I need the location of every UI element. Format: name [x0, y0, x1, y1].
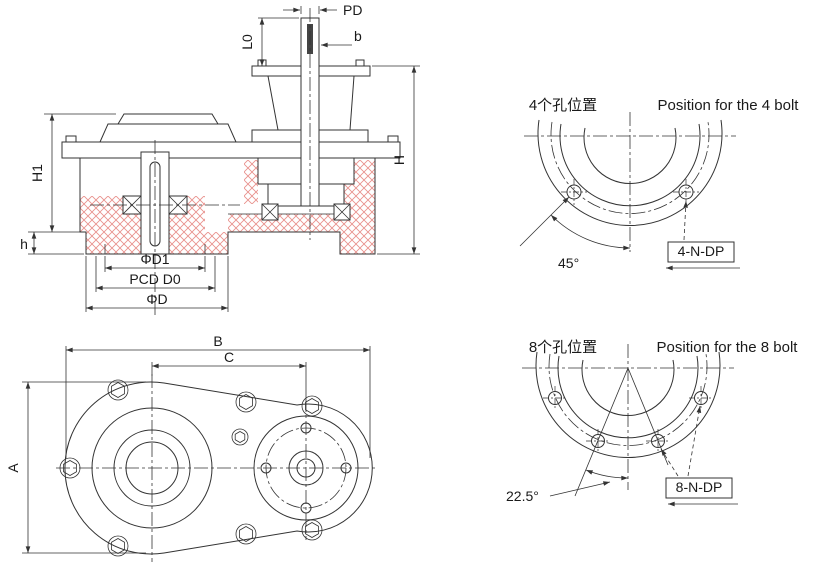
section-view: PD L0 b H H1 h	[20, 2, 420, 316]
bolt8-callout-label: 8-N-DP	[676, 479, 723, 495]
housing-hull-outline	[64, 381, 373, 555]
bearing-input-right-cross	[333, 203, 351, 221]
bolt8-flange-arcs	[535, 351, 721, 459]
bolt8-title-en: Position for the 8 bolt	[657, 339, 799, 356]
bolt4-callout-label: 4-N-DP	[678, 243, 725, 259]
section-input-assembly	[251, 17, 371, 207]
top-cover-dome	[99, 123, 237, 143]
dim-h-small: h	[20, 232, 84, 255]
dim-label-plan-c: C	[224, 349, 234, 365]
dim-label-pcd-d0: PCD D0	[129, 271, 181, 287]
plan-centerlines	[56, 374, 378, 562]
bolt8-callout-box	[665, 477, 733, 499]
dim-phi-d1: ΦD1	[104, 251, 206, 272]
bolt8-callout: 8-N-DP	[660, 405, 738, 507]
bolt8-angle-label: 22.5°	[506, 488, 539, 504]
dim-plan-c: C	[151, 349, 307, 398]
bolt4-title-cn: 4个孔位置	[529, 97, 597, 114]
dim-phi-d: ΦD	[85, 256, 229, 312]
dim-label-phi-d: ΦD	[146, 291, 167, 307]
bolt4-holes	[561, 179, 699, 205]
bolt8-angle-annotation: 22.5°	[506, 367, 669, 504]
dim-pd: PD	[283, 2, 362, 18]
cover-bolt-left	[65, 135, 77, 143]
dim-label-l0: L0	[239, 34, 255, 50]
dim-b: b	[321, 28, 362, 48]
dim-label-plan-b: B	[213, 333, 222, 349]
casing-top-band	[61, 141, 401, 159]
bolt4-angle-annotation: 45°	[519, 196, 631, 271]
plan-view: B C A	[5, 333, 378, 562]
cover-bolt-right	[387, 135, 399, 143]
dim-h1: H1	[28, 113, 116, 233]
bolt4-flange-arcs	[537, 119, 723, 227]
hatch-floor	[228, 214, 340, 232]
dim-h: H	[372, 65, 420, 255]
dim-label-h: H	[391, 155, 407, 165]
top-cover-cap	[117, 113, 219, 125]
dim-label-phi-d1: ΦD1	[140, 251, 169, 267]
oil-plug	[231, 428, 249, 446]
bolt4-centerlines	[524, 112, 736, 252]
dim-label-h-small: h	[20, 236, 28, 252]
bolt-pattern-8-view: 8个孔位置 Position for the 8 bolt	[506, 339, 799, 507]
dim-label-pd: PD	[343, 2, 362, 18]
hatch-gear-side	[244, 160, 258, 204]
bolt4-callout-box	[667, 241, 735, 263]
bolt8-title-cn: 8个孔位置	[529, 339, 597, 356]
dim-l0: L0	[239, 17, 299, 66]
dim-label-b: b	[354, 28, 362, 44]
bolt4-angle-label: 45°	[558, 255, 579, 271]
dim-label-h1: H1	[29, 164, 45, 182]
flange-boss-right	[355, 59, 365, 67]
bearing-input-left-cross	[261, 203, 279, 221]
dim-plan-b: B	[65, 333, 371, 458]
bolt4-title-en: Position for the 4 bolt	[658, 97, 800, 114]
bolt4-callout: 4-N-DP	[666, 200, 740, 271]
bolt-pattern-4-view: 4个孔位置 Position for the 4 bolt 45° 4-	[519, 97, 800, 271]
dim-plan-a: A	[5, 381, 146, 554]
dim-label-plan-a: A	[5, 463, 21, 473]
bolt8-centerlines	[522, 344, 734, 490]
dim-pcd-d0: PCD D0	[95, 256, 216, 292]
